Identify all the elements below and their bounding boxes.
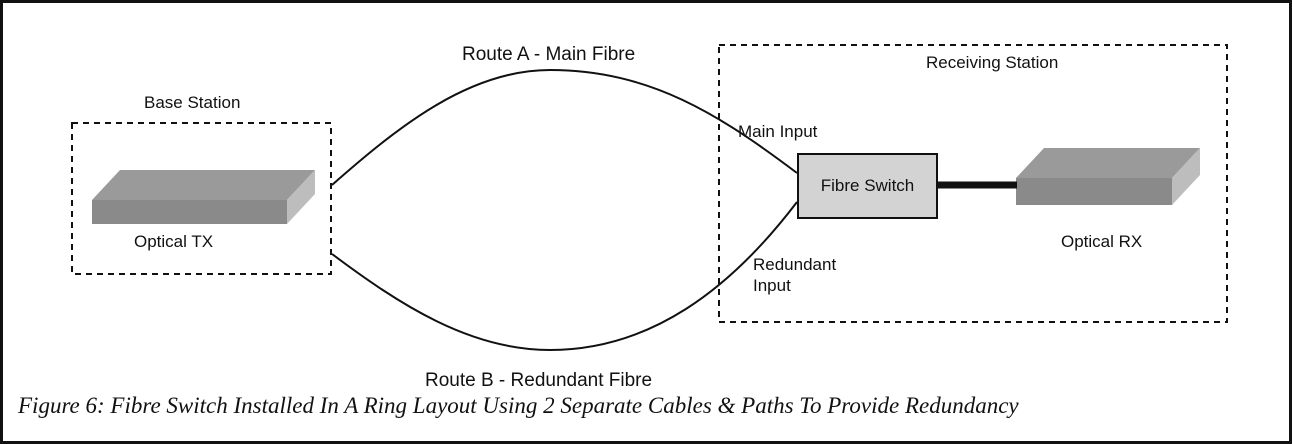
optical-tx-device	[92, 170, 315, 224]
base-station-box	[71, 122, 332, 275]
route-b-fibre-line	[331, 201, 798, 352]
optical-rx-device	[1016, 148, 1200, 205]
route-a-fibre-line	[331, 68, 798, 186]
redundant-input-label-line2: Input	[753, 276, 791, 295]
receiving-station-label: Receiving Station	[926, 53, 1059, 72]
fibre-switch-box: Fibre Switch	[797, 153, 938, 219]
optical-tx-label: Optical TX	[134, 232, 214, 251]
figure-caption: Figure 6: Fibre Switch Installed In A Ri…	[18, 393, 1019, 418]
main-input-label: Main Input	[738, 122, 818, 141]
base-station-label: Base Station	[144, 93, 241, 112]
receiving-station-box	[718, 44, 1228, 323]
optical-rx-label: Optical RX	[1061, 232, 1143, 251]
fibre-switch-label: Fibre Switch	[820, 176, 915, 195]
route-b-label: Route B - Redundant Fibre	[425, 370, 653, 391]
route-a-label: Route A - Main Fibre	[462, 44, 636, 65]
redundant-input-label-line1: Redundant	[753, 255, 837, 274]
